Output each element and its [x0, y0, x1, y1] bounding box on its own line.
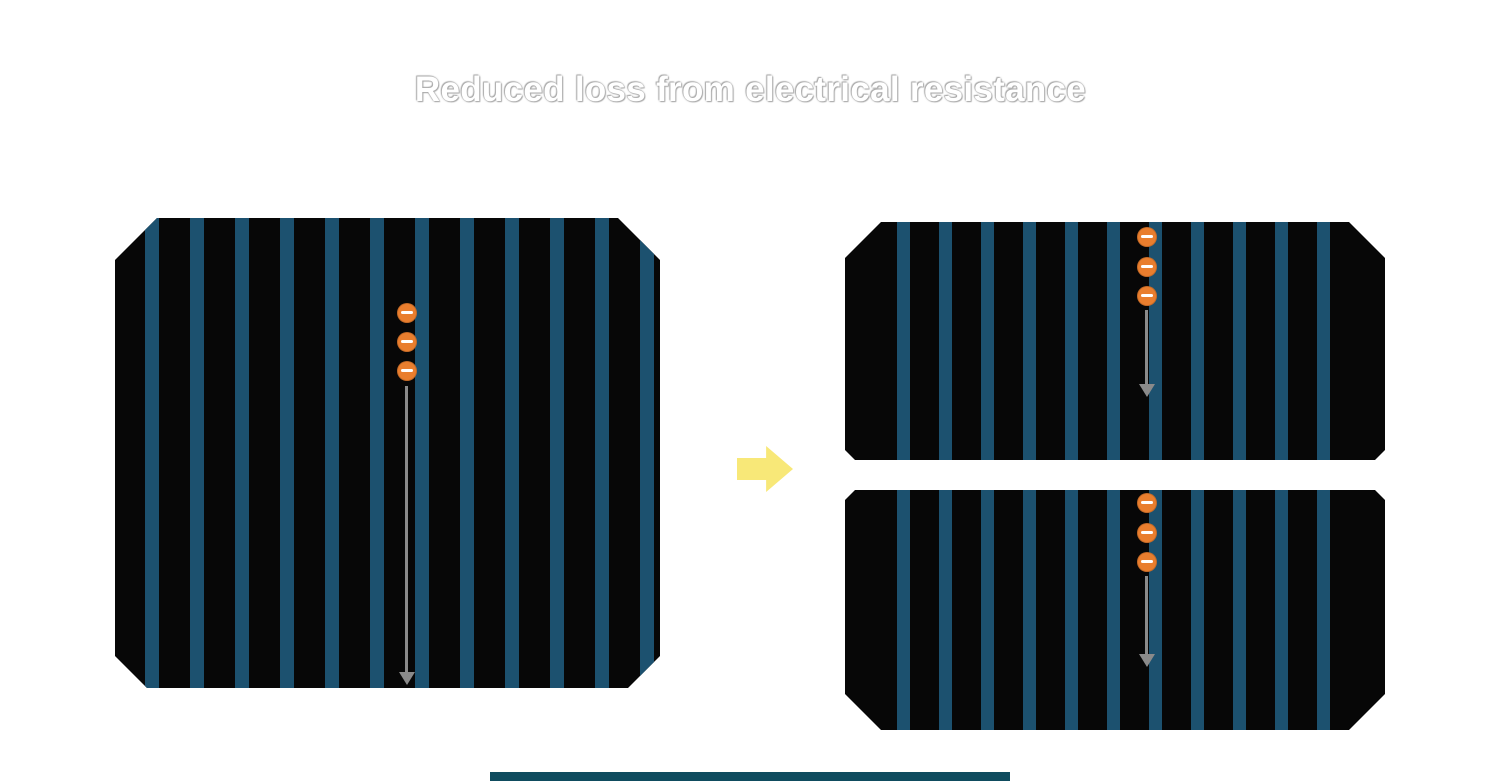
electron-icon: [1137, 493, 1157, 513]
right-arrow-icon: [737, 446, 793, 492]
electron-icon: [397, 332, 417, 352]
electron-icon: [1137, 286, 1157, 306]
full-solar-cell: [115, 218, 660, 688]
down-arrow-icon: [1145, 310, 1148, 384]
busbar-stripes: [897, 222, 1345, 460]
electron-icon: [1137, 523, 1157, 543]
electron-icon: [397, 303, 417, 323]
electron-icon: [1137, 227, 1157, 247]
footer-accent-bar: [490, 772, 1010, 781]
half-solar-cell-top: [845, 222, 1385, 460]
electron-icon: [1137, 257, 1157, 277]
busbar-stripes: [897, 490, 1345, 730]
electron-icon: [1137, 552, 1157, 572]
electron-icon: [397, 361, 417, 381]
half-solar-cell-bottom: [845, 490, 1385, 730]
down-arrow-icon: [1145, 576, 1148, 654]
diagram-title: Reduced loss from electrical resistance: [414, 70, 1087, 109]
busbar-stripes: [145, 218, 654, 688]
down-arrow-icon: [405, 386, 408, 672]
